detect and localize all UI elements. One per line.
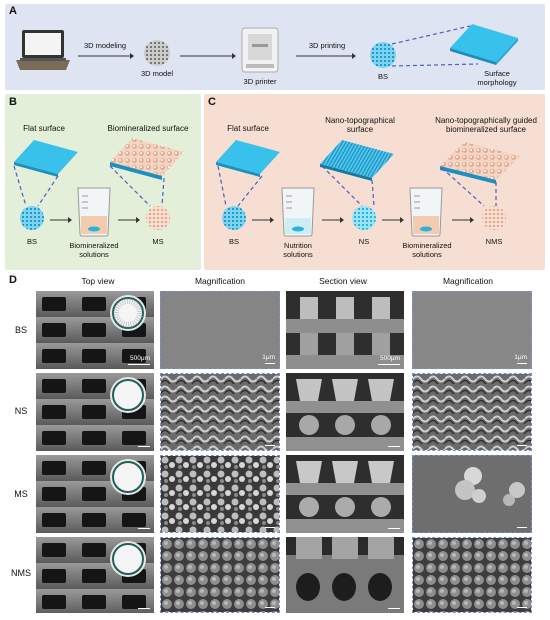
arrow-to-printer [180, 53, 236, 59]
sem-ns-mag1 [160, 373, 280, 451]
sem-nms-top [36, 537, 154, 613]
scale-label-top: 500μm [129, 355, 150, 362]
label-biomin-surface-b: Biomineralized surface [107, 124, 189, 133]
scale-bar [388, 607, 400, 609]
label-bs-b: BS [26, 237, 37, 246]
scale-bar [388, 445, 400, 447]
scale-label-mag2: 1μm [514, 354, 527, 361]
arrow-c3 [382, 217, 404, 223]
panel-a-label: A [9, 5, 17, 17]
scale-bar [388, 527, 400, 529]
header-magnification-1: Magnification [194, 276, 246, 286]
scale-bar [138, 445, 150, 447]
sem-ms-mag1 [160, 455, 280, 533]
header-top-view: Top view [81, 276, 115, 286]
scale-bar-mag1 [265, 362, 275, 364]
row-label-bs: BS [14, 325, 27, 335]
sem-nms-mag2 [412, 537, 532, 613]
sem-ms-section [286, 455, 404, 533]
scale-bar [265, 444, 275, 446]
panel-b [5, 94, 201, 270]
sem-ns-mag2 [412, 373, 532, 451]
panel-b-label: B [9, 96, 17, 108]
arrow-c4 [452, 217, 474, 223]
label-3d-modeling: 3D modeling [83, 41, 127, 50]
label-ns-c: NS [358, 237, 370, 246]
sem-bs-mag2: 1μm [412, 291, 532, 369]
model-lattice-icon [144, 40, 170, 66]
sem-ns-section [286, 373, 404, 451]
biomin-surface-b [110, 138, 184, 180]
beaker-icon-c1 [281, 187, 315, 237]
sem-nms-mag1 [160, 537, 280, 613]
scale-label-section: 500μm [379, 355, 400, 362]
sem-bs-mag1: 1μm [160, 291, 280, 369]
panel-c-label: C [208, 96, 216, 108]
header-magnification-2: Magnification [442, 276, 494, 286]
label-nms-c: NMS [485, 237, 503, 246]
beaker-icon-b [77, 187, 111, 237]
scale-bar [138, 527, 150, 529]
sem-bs-section: 500μm [286, 291, 404, 369]
printer-icon [241, 27, 279, 73]
label-ms-b: MS [152, 237, 164, 246]
label-3d-printer: 3D printer [243, 77, 277, 86]
header-section-view: Section view [319, 276, 367, 286]
label-flat-surface-c: Flat surface [227, 124, 269, 133]
flat-surface-c [216, 140, 280, 177]
sem-ms-mag2 [412, 455, 532, 533]
ms-ball-b [146, 206, 170, 230]
label-3d-printing: 3D printing [308, 41, 346, 50]
scale-bar [517, 444, 527, 446]
row-label-ns: NS [14, 406, 28, 416]
scale-bar [517, 606, 527, 608]
label-bs-a: BS [377, 72, 388, 81]
scale-bar-mag2 [517, 362, 527, 364]
nms-ball-c [482, 206, 506, 230]
sem-ns-top [36, 373, 154, 451]
label-3d-model: 3D model [140, 69, 174, 78]
sem-nms-section [286, 537, 404, 613]
row-label-nms: NMS [11, 568, 31, 578]
zoom-lines-b [13, 165, 165, 207]
label-bs-c: BS [228, 237, 239, 246]
arrow-modeling [78, 53, 134, 59]
arrow-c2 [322, 217, 344, 223]
zoom-lines-a [391, 25, 479, 67]
sem-bs-top: 500μm [36, 291, 154, 369]
scale-bar [265, 526, 275, 528]
guided-surface-c [440, 142, 520, 184]
arrow-b2 [118, 217, 140, 223]
label-flat-surface-b: Flat surface [23, 124, 65, 133]
laptop-icon [16, 30, 70, 70]
scale-bar [138, 607, 150, 609]
scale-bar [265, 606, 275, 608]
bs-scaffold-icon [370, 42, 396, 68]
arrow-b1 [50, 217, 72, 223]
panel-d-label: D [9, 274, 17, 286]
bs-ball-b [20, 206, 44, 230]
scale-bar-section [378, 363, 400, 365]
ns-ball-c [352, 206, 376, 230]
row-label-ms: MS [14, 489, 28, 499]
flat-surface-a [450, 24, 518, 65]
arrow-c1 [252, 217, 274, 223]
scale-bar [517, 526, 527, 528]
bs-ball-c [222, 206, 246, 230]
scale-bar-top [128, 363, 150, 365]
nano-surface-c [320, 140, 394, 181]
flat-surface-b [14, 140, 78, 177]
arrow-printing [296, 53, 356, 59]
beaker-icon-c2 [409, 187, 443, 237]
zoom-lines-c [217, 165, 497, 207]
sem-ms-top [36, 455, 154, 533]
scale-label-mag1: 1μm [262, 354, 275, 361]
